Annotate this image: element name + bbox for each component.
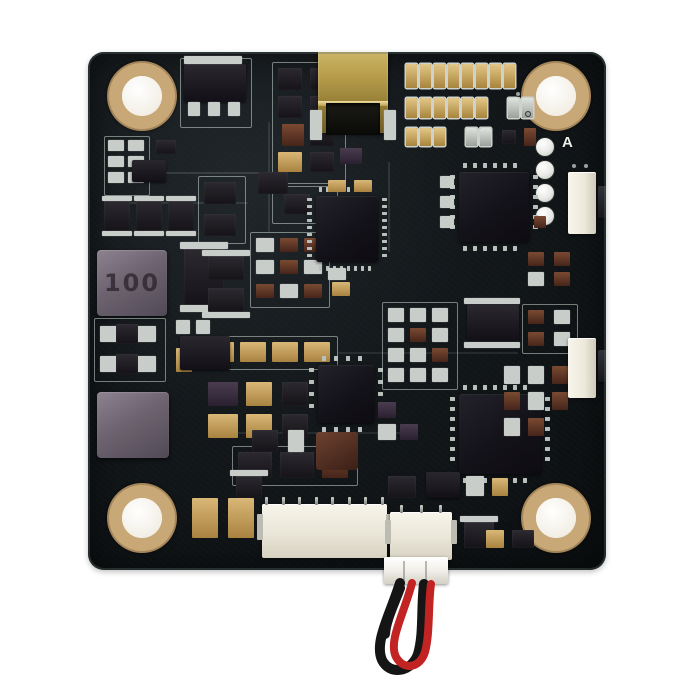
led-test-point-1 — [536, 138, 554, 156]
2-pin-battery-socket[interactable] — [385, 505, 457, 560]
mounting-hole-bottom-right — [536, 498, 576, 538]
header-pins — [265, 497, 384, 505]
silkscreen-label-a: A — [562, 134, 573, 151]
mounting-hole-top-left — [122, 76, 162, 116]
side-jst-connector-lower[interactable] — [568, 338, 596, 398]
qfn-top-right — [450, 163, 538, 251]
esc-solder-pad-row-3 — [406, 128, 445, 146]
esc-solder-pad-row-1 — [406, 64, 515, 88]
soic-osd — [467, 305, 519, 341]
flight-controller-board: 100 — [88, 52, 606, 570]
micro-usb-port[interactable] — [318, 52, 388, 135]
qfn-bottom-right — [450, 385, 550, 483]
inductor-marking-upper: 100 — [103, 269, 161, 297]
led-test-point-2 — [536, 161, 554, 179]
soldermask-texture — [88, 52, 606, 570]
8-pin-white-header[interactable] — [257, 497, 392, 558]
side-cap-lower — [598, 350, 606, 382]
battery-plug[interactable] — [384, 557, 448, 584]
mounting-hole-top-right — [536, 76, 576, 116]
barometer-sensor — [316, 432, 358, 470]
battery-socket-pins — [400, 505, 442, 513]
led-test-point-3 — [536, 184, 554, 202]
qfn-center-bottom — [309, 356, 383, 432]
power-inductor-lower — [97, 392, 169, 458]
voltage-regulator-sot223 — [184, 64, 246, 102]
power-inductor-upper: 100 — [97, 250, 167, 316]
soic-mid-left — [180, 336, 230, 370]
esc-solder-pad-row-2-tail — [508, 98, 533, 118]
side-cap-upper — [598, 186, 606, 218]
esc-solder-pad-row-3-tail — [466, 128, 491, 146]
mcu-qfn-center-left — [307, 187, 387, 271]
esc-solder-pad-row-2 — [406, 98, 487, 118]
mounting-hole-bottom-left — [122, 498, 162, 538]
side-jst-connector-upper[interactable] — [568, 172, 596, 234]
